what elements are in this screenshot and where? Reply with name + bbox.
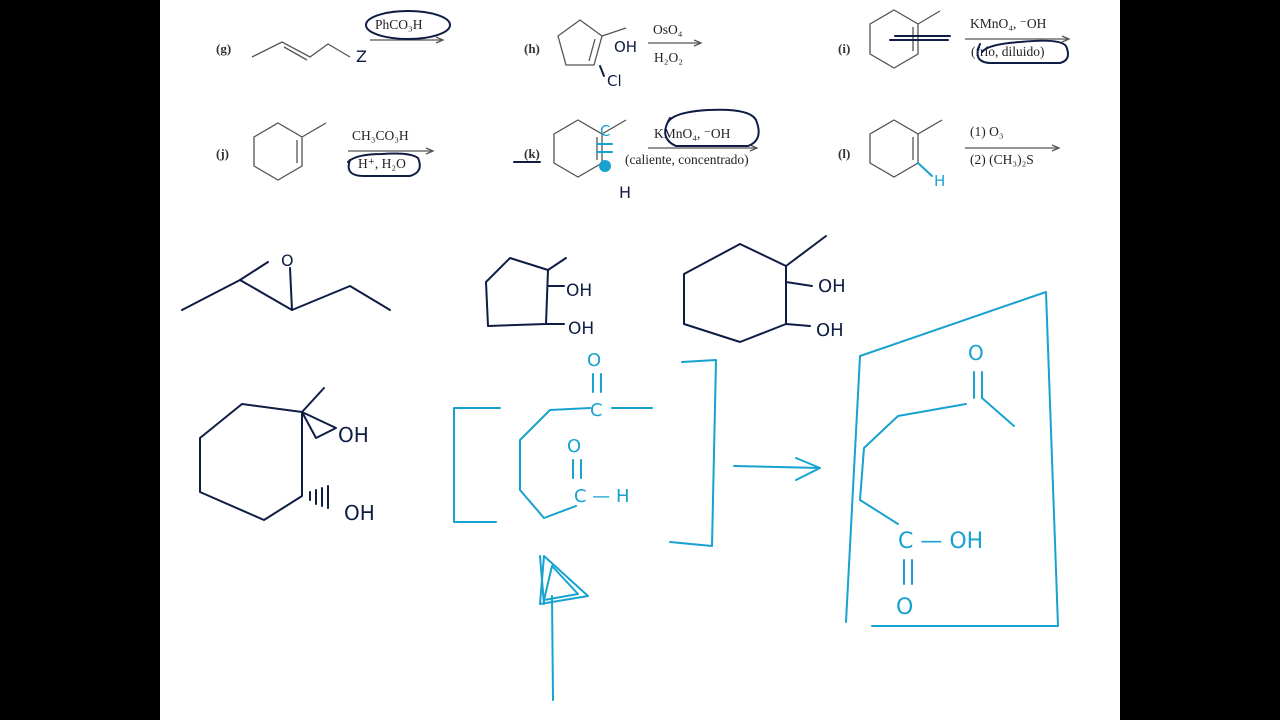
answer-h-oh-bottom: OH	[568, 319, 594, 339]
arrow-g-head	[435, 36, 445, 44]
circle-k-reagent	[664, 108, 760, 147]
arrow-j-head	[425, 147, 435, 155]
reagent-j-bottom: H⁺, H₂O	[358, 156, 406, 171]
structure-i-methyl	[917, 10, 941, 25]
note-k-h: H	[619, 183, 631, 202]
answer-g-chain	[181, 279, 391, 311]
answer-j-methyl	[301, 387, 325, 413]
reagent-k-top: KMnO₄, ⁻OH	[654, 126, 731, 141]
answer-k-bracket-right	[669, 359, 717, 547]
reagent-l-top: (1) O₃	[970, 124, 1004, 139]
worksheet-drawing: (g) PhCO₃H Z (h) OsO₄ H₂O₂ OH Cl (i)	[181, 9, 1071, 701]
label-g: (g)	[216, 41, 231, 56]
note-l-bond	[917, 162, 933, 177]
answer-h-oh-top: OH	[566, 281, 592, 301]
answer-k-final-methyl	[981, 397, 1015, 427]
answer-i-bond-top	[785, 281, 813, 287]
answer-k-o-mid: O	[567, 436, 581, 457]
answer-k-chain	[519, 407, 591, 519]
label-k: (k)	[524, 146, 540, 161]
answer-k-o-top: O	[587, 350, 601, 371]
arrow-i-head	[1061, 35, 1071, 43]
label-l: (l)	[838, 146, 850, 161]
structure-l-methyl	[917, 119, 943, 135]
answer-j-wedge	[301, 411, 337, 439]
reagent-g-top: PhCO₃H	[375, 17, 423, 32]
answer-k-c-h: C — H	[574, 486, 630, 507]
arrow-l-head	[1051, 144, 1061, 152]
answer-i-ring	[683, 243, 787, 343]
answer-k-bracket-left	[453, 407, 501, 523]
answer-i-methyl	[785, 235, 827, 267]
answer-k-arrow	[733, 465, 821, 469]
answer-g-epoxide-o: O	[281, 251, 294, 270]
answer-j-ring	[199, 403, 303, 521]
note-h-oh: OH	[614, 38, 637, 56]
arrow-k-head	[749, 144, 759, 152]
answer-k-final-chain	[859, 403, 967, 525]
structure-j-cyclohexene	[253, 122, 303, 181]
note-l-h: H	[934, 172, 945, 190]
label-h: (h)	[524, 41, 540, 56]
answer-g-branch	[239, 261, 269, 281]
arrow-h-head	[693, 39, 703, 47]
answer-i-oh-bottom: OH	[816, 320, 844, 341]
reagent-j-top: CH₃CO₃H	[352, 128, 409, 143]
answer-k-c-top: C	[590, 400, 603, 421]
answer-h-methyl	[547, 257, 567, 271]
answer-k-arrow-head	[795, 457, 821, 481]
structure-k-cyclohexene	[553, 119, 603, 178]
note-k-dot	[599, 160, 611, 172]
note-h-stroke	[599, 65, 605, 77]
reagent-l-bottom: (2) (CH₃)₂S	[970, 152, 1034, 167]
reagent-h-bottom: H₂O₂	[654, 50, 683, 65]
answer-k-final-o2: O	[896, 595, 913, 620]
circle-g-reagent	[365, 10, 451, 40]
answer-g-epoxide-bond	[289, 267, 293, 311]
structure-g-double-bond	[283, 46, 308, 61]
answer-h-ring	[485, 257, 549, 327]
label-j: (j)	[216, 146, 229, 161]
answer-k-final-box	[859, 291, 1059, 627]
circle-i-reagent	[976, 39, 1069, 64]
answer-j-oh-bottom: OH	[344, 501, 375, 525]
label-i: (i)	[838, 41, 850, 56]
circle-j-reagent	[347, 152, 421, 177]
note-g: Z	[356, 47, 367, 66]
answer-i-bond-bottom	[785, 323, 811, 327]
reagent-i-top: KMnO₄, ⁻OH	[970, 16, 1047, 31]
structure-j-methyl	[301, 122, 327, 138]
note-h-cl: Cl	[607, 72, 622, 90]
structure-k-methyl	[601, 119, 627, 135]
answer-k-final-cooh: C — OH	[898, 529, 983, 554]
answer-k-final-o: O	[968, 341, 984, 365]
worksheet-page: (g) PhCO₃H Z (h) OsO₄ H₂O₂ OH Cl (i)	[160, 0, 1120, 720]
delta-pointer-stem	[551, 595, 554, 701]
delta-icon-edge	[539, 555, 545, 605]
answer-j-oh-top: OH	[338, 423, 369, 447]
structure-g-alkene	[251, 41, 351, 58]
answer-k-final-box-left	[845, 355, 861, 623]
structure-l-cyclohexene	[869, 119, 919, 178]
reagent-k-bottom: (caliente, concentrado)	[625, 152, 749, 167]
reagent-h-top: OsO₄	[653, 22, 683, 37]
note-k-c: C	[600, 122, 610, 140]
structure-h-methyl	[601, 27, 627, 37]
answer-i-oh-top: OH	[818, 276, 846, 297]
structure-h-double-bond	[588, 38, 596, 62]
delta-icon-inner	[543, 565, 579, 601]
structure-h-cyclopentene	[557, 19, 603, 66]
